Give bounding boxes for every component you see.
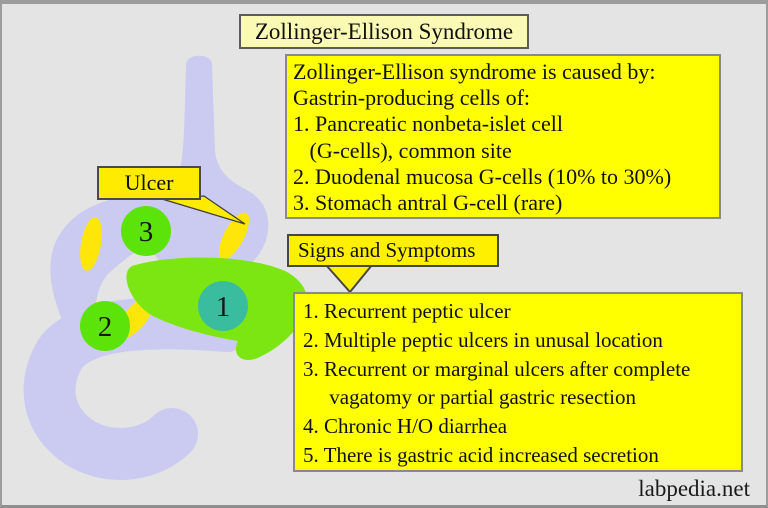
marker-1-label: 1	[216, 291, 231, 323]
symptom-line: 5. There is gastric acid increased secre…	[303, 442, 659, 467]
symptom-line: 4. Chronic H/O diarrhea	[303, 414, 508, 439]
causes-line: Gastrin-producing cells of:	[293, 85, 531, 111]
ulcer-callout: Ulcer	[97, 166, 201, 200]
causes-line: 1. Pancreatic nonbeta-islet cell	[293, 111, 563, 137]
marker-circle-1: 1	[198, 281, 248, 331]
causes-line: 2. Duodenal mucosa G-cells (10% to 30%)	[293, 163, 672, 189]
page-title: Zollinger-Ellison Syndrome	[254, 19, 514, 44]
watermark: labpedia.net	[638, 476, 750, 501]
signs-symptoms-label: Signs and Symptoms	[298, 238, 476, 262]
marker-2-label: 2	[98, 311, 113, 343]
marker-circle-3: 3	[121, 206, 171, 256]
duodenum-shape	[23, 297, 253, 480]
symptom-line: 3. Recurrent or marginal ulcers after co…	[303, 356, 691, 381]
causes-line: 3. Stomach antral G-cell (rare)	[293, 190, 563, 216]
symptom-line: 1. Recurrent peptic ulcer	[303, 299, 511, 323]
marker-circle-2: 2	[80, 301, 130, 351]
ulcer-spot-stomach-right	[218, 212, 250, 260]
causes-line: Zollinger-Ellison syndrome is caused by:	[293, 59, 656, 84]
symptom-line: vagatomy or partial gastric resection	[303, 385, 636, 410]
marker-3-label: 3	[139, 216, 154, 248]
symptoms-box: 1. Recurrent peptic ulcer 2. Multiple pe…	[293, 292, 743, 472]
causes-box: Zollinger-Ellison syndrome is caused by:…	[285, 54, 721, 219]
signs-symptoms-callout: Signs and Symptoms	[287, 234, 499, 267]
ulcer-spot-stomach-left	[80, 217, 102, 271]
signs-callout-tail	[325, 264, 373, 294]
title-box: Zollinger-Ellison Syndrome	[239, 14, 529, 49]
anatomy-illustration: 1 2 3	[23, 55, 373, 480]
ulcer-label: Ulcer	[124, 170, 174, 195]
causes-line: (G-cells), common site	[293, 137, 512, 163]
symptom-line: 2. Multiple peptic ulcers in unusal loca…	[303, 327, 663, 352]
